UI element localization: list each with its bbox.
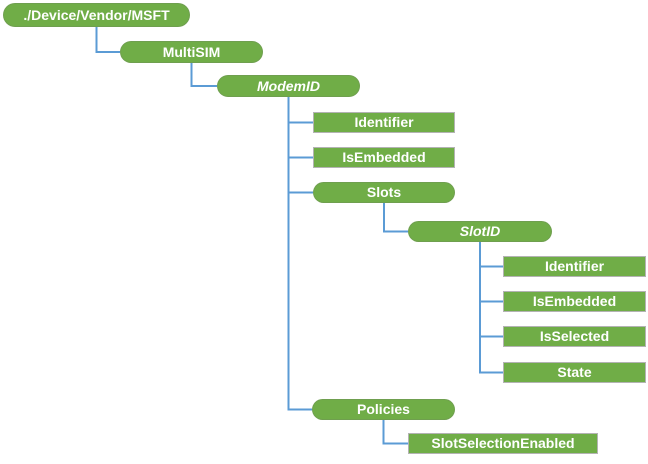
tree-node-policies: Policies (312, 399, 455, 420)
tree-node-slots: Slots (313, 182, 455, 203)
tree-node-slot-isselected: IsSelected (503, 326, 646, 347)
tree-node-slotselectionenabled: SlotSelectionEnabled (408, 433, 598, 454)
connector-multisim-modemid (190, 63, 217, 87)
tree-node-modem-isembedded: IsEmbedded (313, 147, 455, 168)
tree-node-device-vendor-msft: ./Device/Vendor/MSFT (3, 3, 190, 27)
tree-node-multisim: MultiSIM (120, 41, 263, 63)
tree-node-slot-state: State (503, 362, 646, 383)
tree-node-slotid: SlotID (408, 221, 552, 242)
connector-slots-slotid (383, 203, 408, 233)
connector-slotid-trunk (479, 242, 503, 374)
connector-modemid-trunk (287, 97, 312, 411)
connector-policies-slotselection (382, 420, 408, 445)
tree-node-slot-identifier: Identifier (503, 256, 646, 277)
tree-node-modemid: ModemID (217, 75, 360, 97)
connector-root-multisim (95, 27, 120, 53)
tree-node-slot-isembedded: IsEmbedded (503, 291, 646, 312)
tree-node-modem-identifier: Identifier (313, 112, 455, 133)
